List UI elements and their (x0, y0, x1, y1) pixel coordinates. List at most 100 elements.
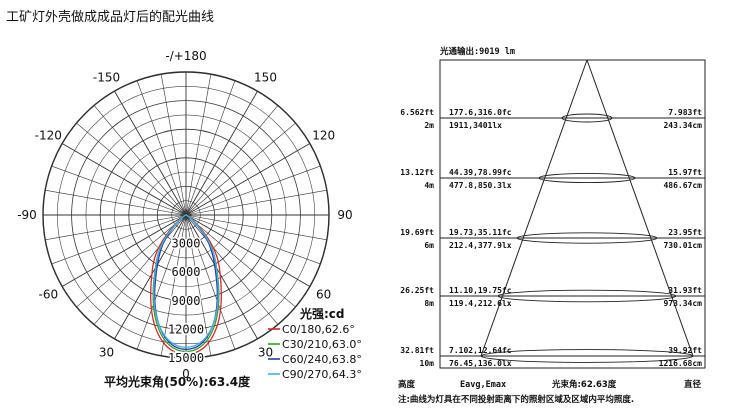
height-feet: 19.69ft (400, 228, 434, 237)
grid-spoke (185, 143, 311, 216)
illuminated-area-ellipse (480, 349, 694, 363)
illuminance-lx: 1911,3401lx (449, 121, 502, 130)
diameter-cm: 1216.68cm (659, 359, 703, 368)
angle-label: -120 (35, 129, 62, 143)
grid-spoke (185, 214, 311, 287)
illuminance-lx: 119.4,212.6lx (449, 299, 512, 308)
cone-frame (439, 59, 706, 369)
polar-light-distribution-chart: 0303060-6090-90120-120150-150-/+18030006… (17, 49, 362, 389)
grid-spoke (93, 214, 187, 325)
grid-spoke (185, 189, 327, 216)
angle-label: -90 (17, 208, 37, 222)
illuminance-fc: 44.39,78.99fc (449, 168, 512, 177)
footer-beam-angle: 光束角:62.63度 (551, 379, 617, 390)
unit-label: 光强:cd (299, 306, 345, 321)
angle-label: 90 (337, 208, 352, 222)
angle-label: 30 (258, 346, 273, 360)
grid-spoke (185, 214, 327, 241)
height-feet: 13.12ft (400, 168, 434, 177)
grid-spoke (185, 214, 236, 350)
grid-spoke (185, 90, 258, 216)
illuminance-fc: 11.10,19.75fc (449, 286, 512, 295)
grid-spoke (185, 214, 258, 340)
illuminated-area-ellipse (538, 172, 636, 184)
height-meters: 4m (424, 181, 434, 190)
height-meters: 6m (424, 241, 434, 250)
page-title: 工矿灯外壳做成成品灯后的配光曲线 (6, 10, 215, 25)
grid-spoke (61, 214, 187, 287)
illuminance-fc: 7.102,12.64fc (449, 346, 512, 355)
angle-label: 150 (254, 70, 277, 84)
illuminance-lx: 477.8,850.3lx (449, 181, 512, 190)
ring-value-label: 9000 (172, 294, 201, 308)
legend-entry: C0/180,62.6° (282, 323, 355, 336)
height-meters: 10m (420, 359, 435, 368)
grid-spoke (76, 122, 187, 216)
ring-value-label: 3000 (172, 237, 201, 251)
ring-value-label: 15000 (168, 351, 204, 365)
ring-value-label: 12000 (168, 322, 204, 336)
illuminance-lx: 212.4,377.9lx (449, 241, 512, 250)
height-meters: 8m (424, 299, 434, 308)
grid-spoke (51, 214, 187, 265)
ring-value-label: 6000 (172, 265, 201, 279)
legend-entry: C90/270,64.3° (282, 368, 362, 381)
footer-eavg-label: Eavg,Emax (460, 380, 506, 390)
grid-spoke (61, 143, 187, 216)
diameter-cm: 243.34cm (663, 121, 702, 130)
height-feet: 32.81ft (400, 346, 434, 355)
diameter-feet: 23.95ft (668, 228, 702, 237)
grid-spoke (160, 74, 187, 216)
grid-spoke (185, 214, 296, 308)
diameter-feet: 7.983ft (668, 108, 702, 117)
footer-height-label: 高度 (398, 379, 416, 390)
footer-diameter-label: 直径 (684, 379, 702, 390)
grid-spoke (45, 214, 187, 241)
footnote: 注:曲线为灯具在不同投射距离下的照射区域及区域内平均照度. (398, 394, 634, 405)
grid-spoke (51, 165, 187, 216)
angle-label: -60 (38, 288, 58, 302)
height-meters: 2m (424, 121, 434, 130)
grid-spoke (185, 122, 296, 216)
grid-spoke (185, 105, 279, 216)
illuminance-lx: 76.45,136.0lx (449, 359, 512, 368)
luminous-flux-output: 光通输出:9019 lm (439, 46, 515, 57)
grid-spoke (185, 74, 212, 216)
illuminated-area-ellipse (497, 289, 677, 303)
diameter-feet: 31.93ft (668, 286, 702, 295)
grid-spoke (45, 189, 187, 216)
angle-label: 120 (312, 129, 335, 143)
illuminated-area-ellipse (516, 232, 658, 244)
distribution-curve (153, 214, 219, 348)
diameter-feet: 39.92ft (668, 346, 702, 355)
angle-label: -/+180 (165, 49, 206, 63)
illuminated-area-ellipse (561, 113, 613, 123)
grid-spoke (185, 214, 321, 265)
grid-spoke (136, 214, 187, 350)
diameter-cm: 730.01cm (663, 241, 702, 250)
grid-spoke (76, 214, 187, 308)
angle-label: 60 (316, 288, 331, 302)
grid-spoke (136, 80, 187, 216)
grid-spoke (93, 105, 187, 216)
diameter-feet: 15.97ft (668, 168, 702, 177)
illuminance-fc: 19.73,35.11fc (449, 228, 512, 237)
angle-label: 0 (182, 367, 190, 381)
diameter-cm: 486.67cm (663, 181, 702, 190)
angle-label: -150 (93, 70, 120, 84)
legend-entry: C30/210,63.0° (282, 338, 362, 351)
grid-spoke (114, 90, 187, 216)
grid-spoke (114, 214, 187, 340)
grid-spoke (185, 80, 236, 216)
legend-entry: C60/240,63.8° (282, 353, 362, 366)
grid-spoke (185, 214, 279, 325)
cone-edge-left (480, 59, 588, 357)
average-beam-angle: 平均光束角(50%):63.4度 (104, 374, 251, 389)
grid-spoke (185, 165, 321, 216)
height-feet: 26.25ft (400, 286, 434, 295)
height-feet: 6.562ft (400, 108, 434, 117)
cone-edge-right (586, 59, 694, 357)
grid-spoke (160, 214, 187, 356)
illuminance-fc: 177.6,316.0fc (449, 108, 512, 117)
